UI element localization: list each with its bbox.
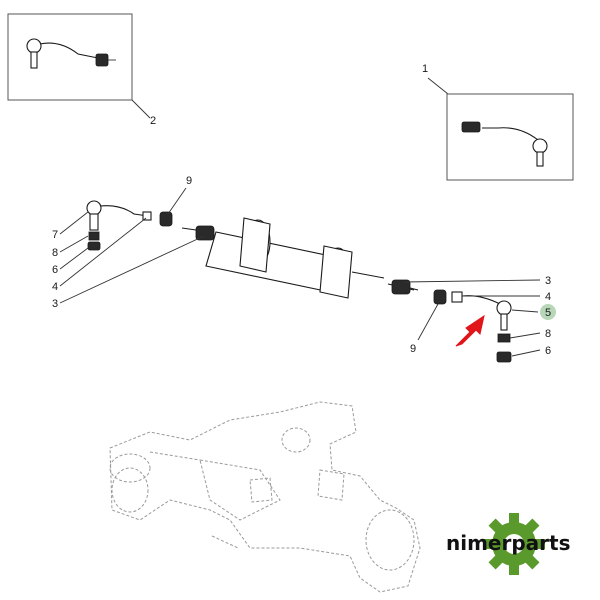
gear-icon bbox=[483, 513, 545, 575]
inset-2-tie-rod-end bbox=[7, 13, 133, 101]
steering-cylinder bbox=[205, 217, 385, 299]
nimerparts-logo: nimerparts bbox=[446, 513, 571, 575]
left-nut bbox=[159, 211, 173, 227]
callout-9-top: 9 bbox=[186, 175, 192, 187]
callout-4-right: 4 bbox=[545, 291, 551, 303]
left-callouts: 7 8 6 4 3 bbox=[52, 211, 205, 310]
callout-8-left: 8 bbox=[52, 247, 58, 259]
callout-1: 1 bbox=[422, 63, 428, 75]
axle-housing-outline bbox=[109, 401, 421, 593]
callout-4-left: 4 bbox=[52, 281, 58, 293]
callout-9-bottom: 9 bbox=[410, 343, 416, 355]
callout-3-left: 3 bbox=[52, 298, 58, 310]
left-tie-rod-end bbox=[86, 200, 152, 251]
callout-5-right: 5 bbox=[545, 307, 551, 319]
callout-8-right: 8 bbox=[545, 328, 551, 340]
right-nut bbox=[433, 289, 447, 305]
left-inner-rod bbox=[181, 225, 215, 241]
right-inner-rod bbox=[387, 279, 419, 295]
callout-6-right: 6 bbox=[545, 345, 551, 357]
callout-6-left: 6 bbox=[52, 264, 58, 276]
callout-7-left: 7 bbox=[52, 229, 58, 241]
inset-1-tie-rod-end bbox=[446, 93, 574, 181]
highlight-circle bbox=[540, 304, 556, 320]
brand-name: nimerparts bbox=[446, 531, 571, 555]
right-tie-rod-end bbox=[451, 291, 512, 363]
callout-3-right: 3 bbox=[545, 275, 551, 287]
red-arrow-icon bbox=[455, 314, 485, 347]
callout-2: 2 bbox=[150, 115, 156, 127]
